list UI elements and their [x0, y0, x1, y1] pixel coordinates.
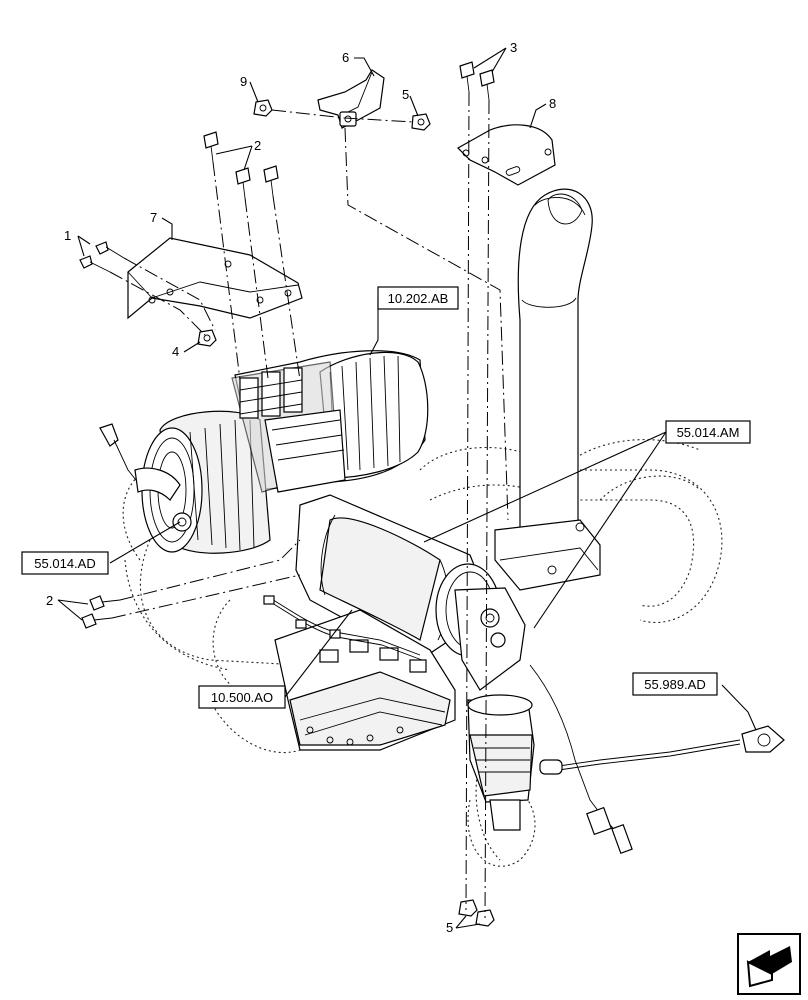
air-filter-assembly — [141, 350, 429, 554]
mounting-frame — [274, 609, 456, 751]
item-number-5-top: 5 — [402, 87, 409, 102]
inlet-hose-and-sensor — [99, 423, 192, 532]
item-number-1: 1 — [64, 228, 71, 243]
item-number-6: 6 — [342, 50, 349, 65]
callout-10-202-ab[interactable]: 10.202.AB — [377, 286, 459, 310]
callout-55-014-ad-label: 55.014.AD — [34, 556, 95, 571]
stack-mount-bracket — [494, 519, 601, 591]
callout-55-989-ad[interactable]: 55.989.AD — [632, 672, 718, 696]
callout-55-014-am-label: 55.014.AM — [677, 425, 740, 440]
exhaust-stack — [517, 188, 593, 572]
callout-55-014-ad[interactable]: 55.014.AD — [21, 551, 109, 575]
aftertreatment-canister — [295, 494, 526, 691]
callout-55-989-ad-label: 55.989.AD — [644, 677, 705, 692]
item-number-labels: 1 2 2 3 4 5 5 6 7 8 9 — [46, 40, 556, 935]
bracket-item-7 — [127, 237, 303, 320]
callout-10-202-ab-label: 10.202.AB — [388, 291, 449, 306]
item-number-7: 7 — [150, 210, 157, 225]
callout-55-014-am[interactable]: 55.014.AM — [665, 420, 751, 444]
nox-sensor-harness — [529, 664, 785, 855]
installation-lines — [109, 91, 509, 919]
item-number-5-bottom: 5 — [446, 920, 453, 935]
bracket-item-6 — [317, 69, 385, 129]
item-number-9: 9 — [240, 74, 247, 89]
bracket-item-8 — [457, 124, 556, 186]
item-number-3: 3 — [510, 40, 517, 55]
item-number-8: 8 — [549, 96, 556, 111]
next-page-arrow-icon[interactable] — [737, 933, 801, 995]
callout-10-500-ao[interactable]: 10.500.AO — [198, 685, 286, 709]
callout-10-500-ao-label: 10.500.AO — [211, 690, 273, 705]
item-number-2-top: 2 — [254, 138, 261, 153]
leader-lines — [57, 47, 757, 929]
item-number-4: 4 — [172, 344, 179, 359]
item-number-2-left: 2 — [46, 593, 53, 608]
fasteners — [79, 61, 495, 927]
